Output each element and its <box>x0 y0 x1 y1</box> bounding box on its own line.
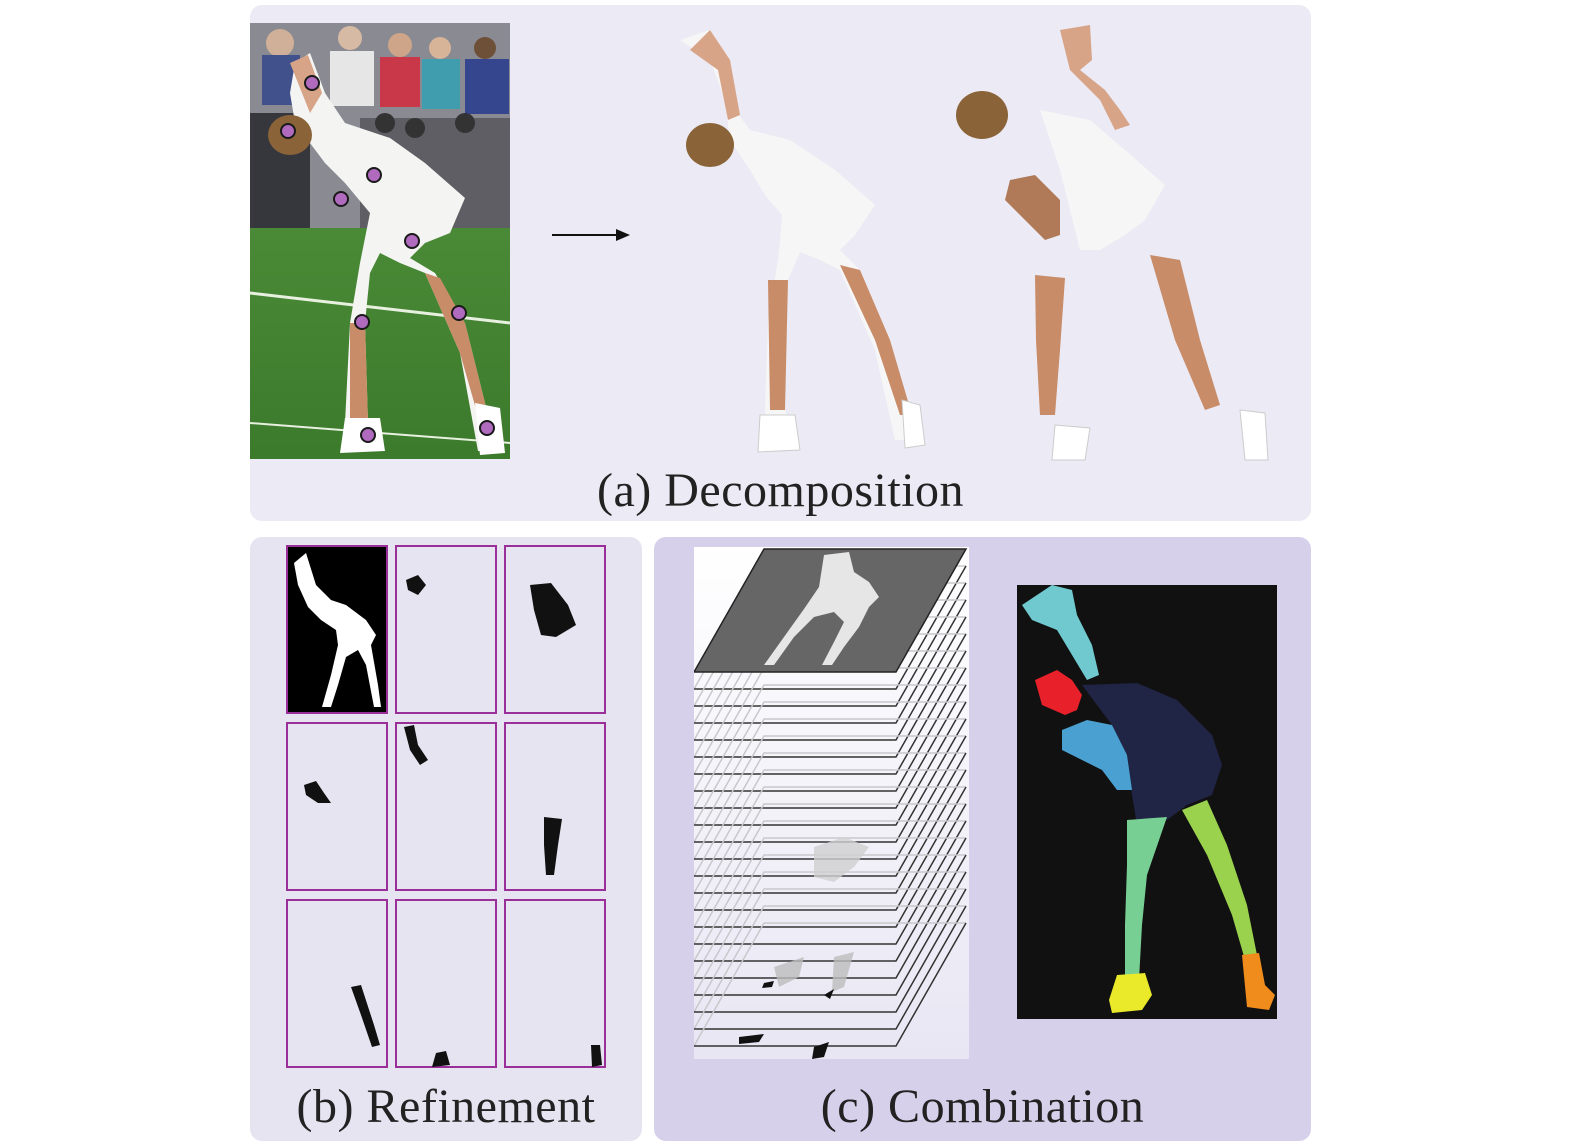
keypoint <box>333 191 349 207</box>
source-photo <box>250 23 510 459</box>
caption-decomposition: (a) Decomposition <box>596 464 965 517</box>
caption-refinement: (b) Refinement <box>296 1080 596 1133</box>
part-segmentation-map <box>1017 585 1277 1019</box>
refinement-grid <box>286 545 606 1068</box>
caption-combination: (c) Combination <box>820 1080 1145 1133</box>
keypoint <box>304 75 320 91</box>
mask-stack <box>694 547 969 1059</box>
keypoint <box>366 167 382 183</box>
keypoint <box>404 233 420 249</box>
segmented-person <box>680 30 926 453</box>
keypoint <box>354 314 370 330</box>
keypoint <box>360 427 376 443</box>
refinement-panel: (b) Refinement <box>250 537 642 1141</box>
keypoint <box>280 123 296 139</box>
decomposition-panel: (a) Decomposition <box>250 5 1311 521</box>
right-arrow-icon <box>552 229 630 241</box>
exploded-parts <box>956 25 1269 461</box>
keypoint <box>451 305 467 321</box>
combination-panel: (c) Combination <box>654 537 1311 1141</box>
keypoint <box>479 420 495 436</box>
